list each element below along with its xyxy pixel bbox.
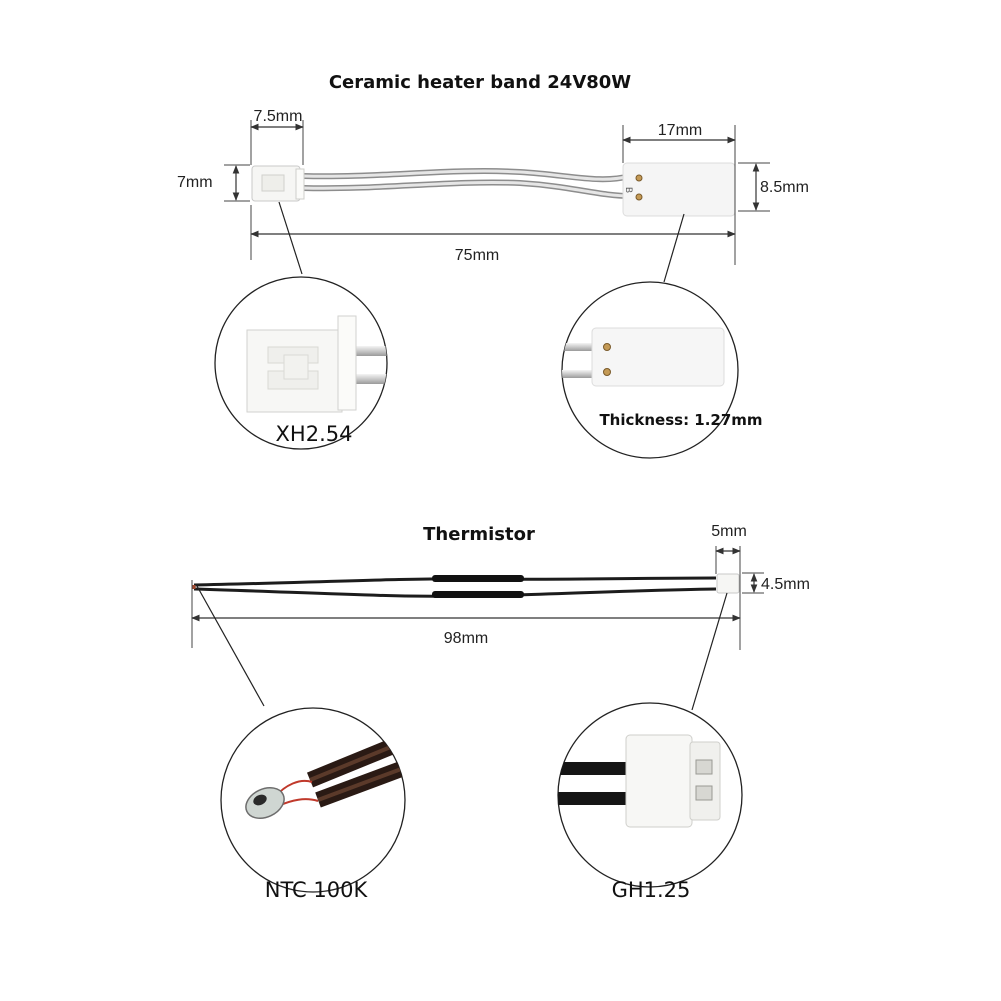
heater-plate-mark: B	[624, 187, 634, 193]
heater-plate-width-label: 17mm	[658, 122, 702, 139]
thermistor-total-length-dimension: 98mm	[191, 580, 741, 648]
heater-connector-height-label: 7mm	[177, 174, 213, 191]
thermistor-connector-leader	[691, 592, 728, 711]
thermistor-connector-detail: GH1.25	[557, 702, 743, 902]
heater-title: Ceramic heater band 24V80W	[329, 72, 631, 93]
heater-connector-width-label: 7.5mm	[254, 108, 303, 125]
heater-connector-leader	[278, 201, 303, 275]
thermistor-connector-type-label: GH1.25	[612, 878, 691, 902]
thermistor-connector-width-dimension: 5mm	[711, 523, 747, 650]
thermistor-total-length-label: 98mm	[444, 630, 488, 647]
heater-plate-detail: Thickness: 1.27mm	[561, 281, 763, 459]
thermistor-sensor-leader	[196, 585, 265, 707]
heater-total-length-label: 75mm	[455, 247, 499, 264]
thermistor-connector-height-label: 4.5mm	[761, 576, 810, 593]
heater-connector-width-dimension: 7.5mm	[250, 108, 304, 165]
thermistor-connector-width-label: 5mm	[711, 523, 747, 540]
heater-connector-type-label: XH2.54	[276, 422, 353, 446]
thermistor-connector-height-dimension: 4.5mm	[742, 572, 810, 594]
thermistor-sensor-type-label: NTC 100K	[265, 878, 369, 902]
heater-plate-width-dimension: 17mm	[622, 122, 736, 265]
heater-connector-detail: XH2.54	[214, 276, 388, 450]
thermistor-cable-illustration	[192, 573, 740, 598]
heater-total-length-dimension: 75mm	[250, 205, 736, 264]
thermistor-title: Thermistor	[423, 524, 535, 545]
heater-thickness-label: Thickness: 1.27mm	[599, 411, 762, 429]
thermistor-connector-shape	[716, 573, 740, 594]
heater-plate-leader	[663, 213, 685, 283]
thermistor-sensor-detail: NTC 100K	[220, 707, 406, 902]
heater-plate-shape	[622, 162, 736, 217]
heater-connector-height-dimension: 7mm	[177, 164, 250, 202]
heater-plate-height-label: 8.5mm	[760, 179, 809, 196]
heater-plate-height-dimension: 8.5mm	[738, 162, 809, 212]
heater-cable-illustration: B	[251, 162, 736, 217]
